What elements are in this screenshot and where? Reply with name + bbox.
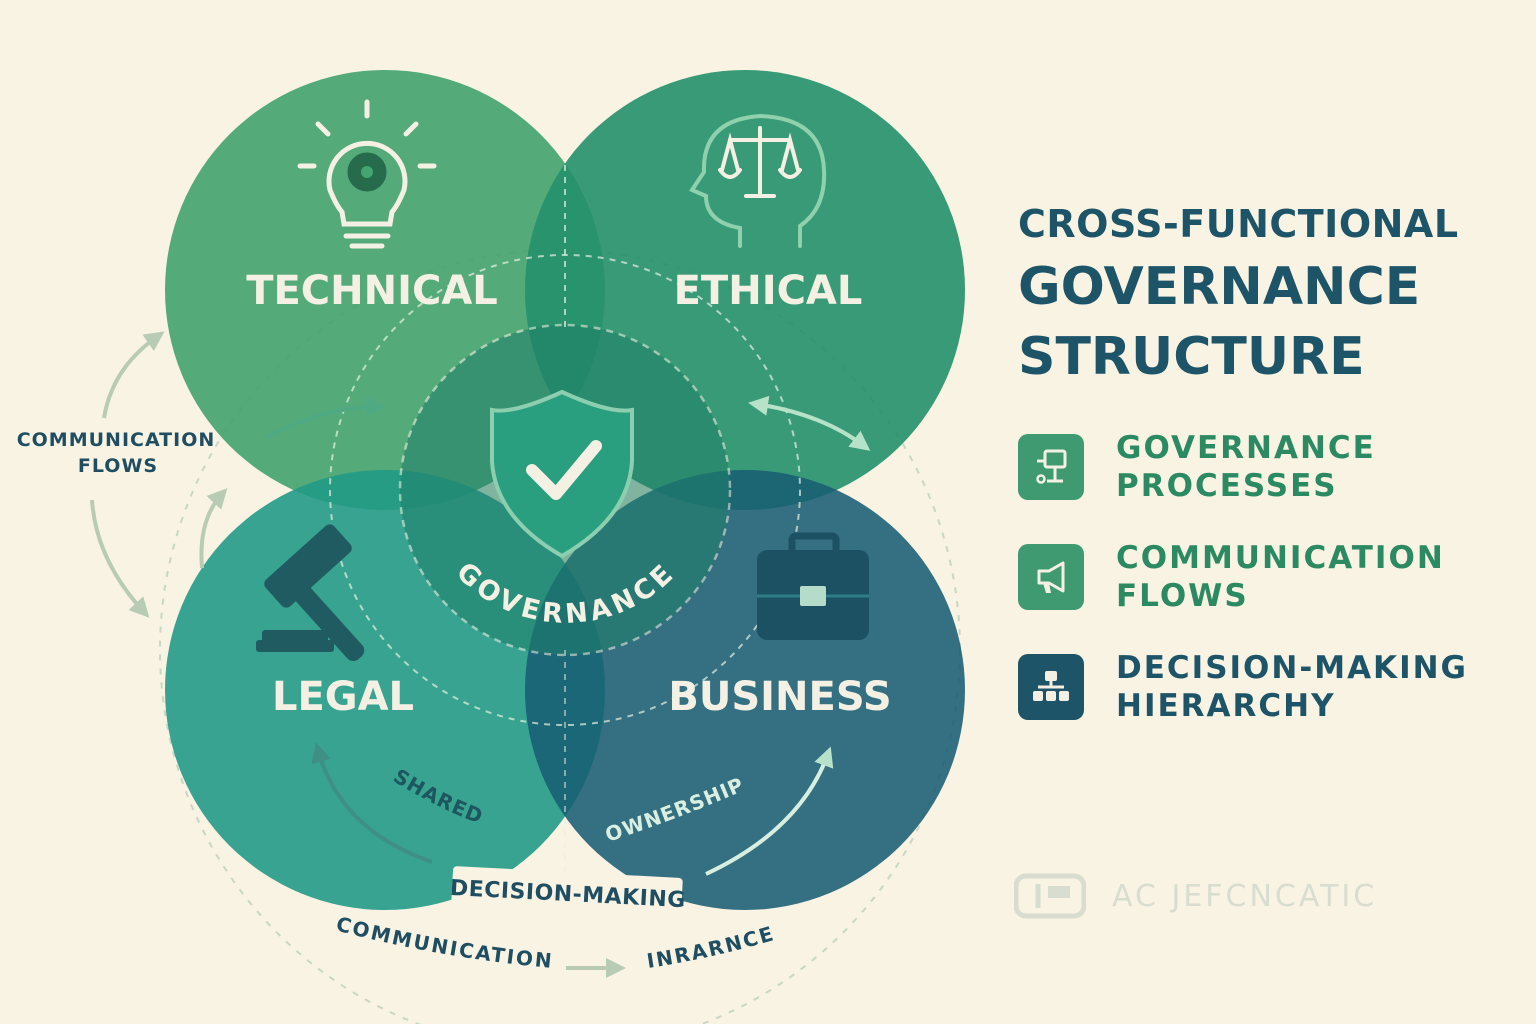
side-panel: CROSS-FUNCTIONAL GOVERNANCE STRUCTURE GO… [1018, 198, 1518, 760]
legend-governance-line2: PROCESSES [1116, 468, 1338, 504]
hierarchy-icon [1018, 654, 1084, 720]
left-up-arrow [102, 331, 165, 419]
bottom-communication-label: COMMUNICATION [334, 912, 553, 973]
briefcase-icon [757, 532, 869, 640]
title-line-2: GOVERNANCE [1018, 257, 1421, 317]
title-line-1: CROSS-FUNCTIONAL [1018, 202, 1459, 246]
legend-governance-line1: GOVERNANCE [1116, 430, 1376, 466]
governance-venn-diagram: TECHNICAL ETHICAL LEGAL BUSINESS GOVERNA… [17, 70, 965, 1024]
shield-check-icon [490, 389, 634, 559]
legend-hierarchy-line1: DECISION-MAKING [1116, 650, 1469, 686]
left-flows-label: FLOWS [78, 455, 158, 477]
governance-processes-icon [1018, 434, 1084, 500]
business-label: BUSINESS [668, 674, 891, 720]
legend-communication-line2: FLOWS [1116, 578, 1249, 614]
ethical-flow-arrow [748, 395, 871, 451]
inrarnce-label: INRARNCE [645, 921, 776, 973]
left-down-arrow [90, 499, 150, 618]
brand-text: AC JEFCΝCATIC [1112, 878, 1378, 914]
svg-text:INRARNCE: INRARNCE [645, 921, 778, 973]
shared-flow-arrow [311, 742, 433, 864]
left-inner-arrow [199, 488, 228, 569]
legend-item-decision-hierarchy[interactable]: DECISION-MAKING HIERARCHY [1018, 650, 1518, 724]
legend-communication-line1: COMMUNICATION [1116, 540, 1445, 576]
svg-text:COMMUNICATION: COMMUNICATION [334, 912, 555, 973]
ethical-label: ETHICAL [674, 268, 863, 314]
brand-logo-icon [1014, 873, 1086, 919]
gavel-icon [256, 524, 365, 662]
title-line-3: STRUCTURE [1018, 327, 1365, 387]
technical-label: TECHNICAL [246, 268, 498, 314]
ownership-flow-arrow [705, 746, 834, 876]
legend: GOVERNANCE PROCESSES COMMUNICATION FLOWS [1018, 430, 1518, 724]
lightbulb-gear-icon [297, 99, 437, 249]
brand-mark: AC JEFCΝCATIC [1014, 872, 1377, 920]
legal-label: LEGAL [272, 674, 414, 720]
megaphone-icon [1018, 544, 1084, 610]
technical-flow-arrow [265, 396, 386, 440]
left-communication-label: COMMUNICATION [17, 429, 216, 451]
legend-hierarchy-line2: HIERARCHY [1116, 688, 1336, 724]
decision-making-badge: DECISION-MAKING [449, 866, 686, 918]
head-scales-icon [689, 113, 827, 248]
legend-item-communication-flows[interactable]: COMMUNICATION FLOWS [1018, 540, 1518, 614]
legend-item-governance-processes[interactable]: GOVERNANCE PROCESSES [1018, 430, 1518, 504]
